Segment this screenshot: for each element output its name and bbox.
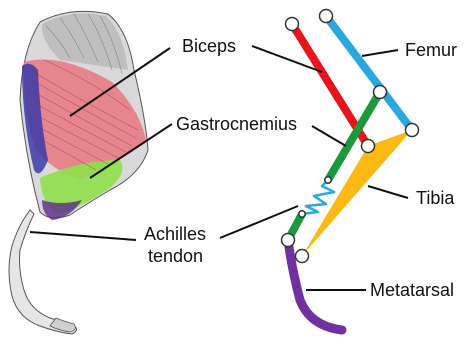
label-gastrocnemius: Gastrocnemius bbox=[176, 114, 297, 134]
label-tibia: Tibia bbox=[416, 188, 455, 208]
label-achilles-line2: tendon bbox=[148, 246, 203, 266]
leader-femur bbox=[362, 50, 398, 56]
joint-ankle-right bbox=[296, 250, 309, 263]
tibia-triangle bbox=[302, 130, 412, 256]
joint-femur-top bbox=[320, 10, 333, 23]
label-femur: Femur bbox=[405, 40, 457, 60]
joint-biceps-bottom bbox=[362, 140, 375, 153]
label-biceps: Biceps bbox=[182, 36, 236, 56]
joint-knee bbox=[406, 124, 419, 137]
muscle-illustration bbox=[9, 11, 148, 334]
label-metatarsal: Metatarsal bbox=[370, 280, 454, 300]
leader-gastrocnemius-right bbox=[312, 126, 346, 146]
leader-tibia bbox=[368, 186, 408, 198]
leader-achilles-left bbox=[30, 232, 136, 240]
achilles-spring bbox=[302, 180, 334, 214]
joint-spring-top bbox=[325, 177, 331, 183]
joint-spring-bottom bbox=[299, 211, 305, 217]
shank-and-foot-outline bbox=[9, 210, 77, 334]
joint-knee-green bbox=[374, 86, 387, 99]
joint-biceps-top bbox=[286, 18, 299, 31]
joint-ankle-left bbox=[282, 234, 295, 247]
label-achilles-line1: Achilles bbox=[144, 224, 206, 244]
